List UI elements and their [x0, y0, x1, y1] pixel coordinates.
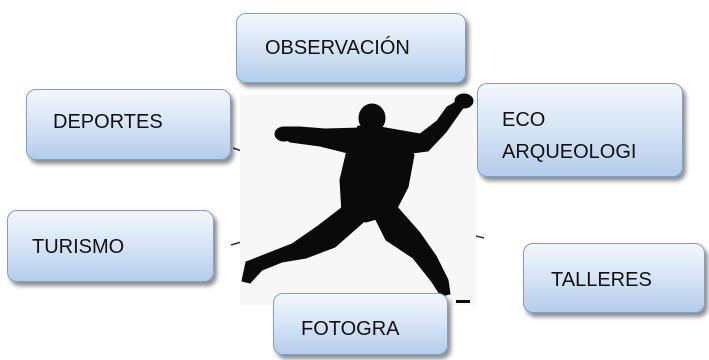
- talleres-label: TALLERES: [551, 269, 652, 291]
- talleres-box: TALLERES: [523, 243, 705, 313]
- eco-arqueologia-label: ECO ARQUEOLOGI: [502, 109, 637, 163]
- turismo-box: TURISMO: [7, 210, 214, 282]
- turismo-label: TURISMO: [32, 236, 125, 258]
- fotogra-box: FOTOGRA: [273, 293, 448, 355]
- fotogra-label: FOTOGRA: [301, 318, 400, 340]
- deportes-box: DEPORTES: [26, 89, 231, 160]
- observacion-box: OBSERVACIÓN: [236, 13, 466, 83]
- eco-arqueologia-box: ECO ARQUEOLOGI: [477, 83, 683, 177]
- jumping-figure-silhouette: [241, 93, 474, 303]
- deportes-label: DEPORTES: [53, 111, 163, 133]
- observacion-label: OBSERVACIÓN: [265, 37, 410, 59]
